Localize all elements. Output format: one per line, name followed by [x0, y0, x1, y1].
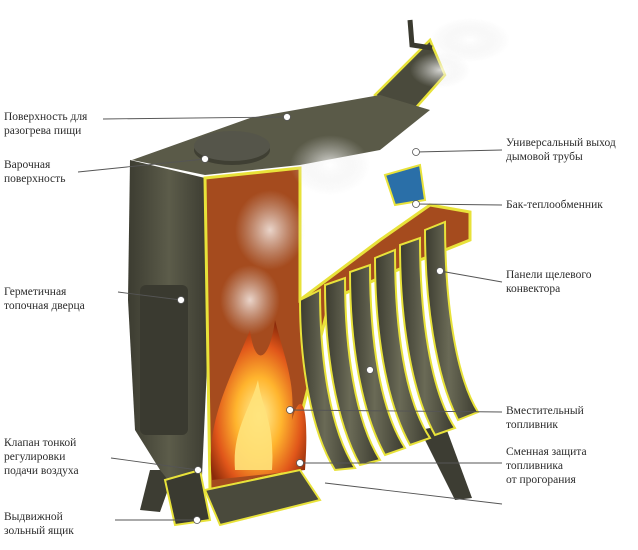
label-line: Бак-теплообменник [506, 199, 603, 211]
label-line: Клапан тонкой [4, 437, 77, 449]
label-line: Выдвижной [4, 511, 63, 523]
label-line: разогрева пищи [4, 125, 82, 137]
flue-hook [407, 19, 433, 51]
label-sealed-door: Герметичная топочная дверца [4, 285, 85, 313]
label-cooking-surface: Варочная поверхность [4, 158, 65, 186]
ash-drawer [163, 468, 212, 527]
label-air-valve: Клапан тонкой регулировки подачи воздуха [4, 436, 79, 478]
label-line: конвектора [506, 283, 561, 295]
label-universal-flue: Универсальный выход дымовой трубы [506, 136, 616, 164]
label-line: Вместительный [506, 405, 584, 417]
convector-panels [298, 220, 480, 472]
label-line: Панели щелевого [506, 269, 592, 281]
leader-dots [177, 113, 444, 524]
label-line: дымовой трубы [506, 151, 583, 163]
label-line: топливника [506, 460, 563, 472]
label-firebox: Вместительный топливник [506, 404, 584, 432]
label-line: топливник [506, 419, 558, 431]
label-ash-drawer: Выдвижной зольный ящик [4, 510, 74, 538]
label-line: от прогорания [506, 474, 576, 486]
sealed-door-panel [140, 285, 188, 435]
label-line: регулировки [4, 451, 66, 463]
label-cooking-warmup-surface: Поверхность для разогрева пищи [4, 110, 87, 138]
label-convector-panels: Панели щелевого конвектора [506, 268, 592, 296]
label-line: Универсальный выход [506, 137, 616, 149]
label-line: поверхность [4, 173, 66, 185]
label-line: зольный ящик [4, 525, 74, 537]
label-line: подачи воздуха [4, 465, 79, 477]
label-line: Поверхность для [4, 111, 88, 123]
stove-leg-right [420, 425, 472, 500]
leader-lines [77, 116, 503, 521]
smoke [220, 18, 510, 335]
label-firebox-protection: Сменная защита топливника от прогорания [506, 445, 587, 487]
stove-top [132, 95, 430, 175]
label-line: Сменная защита [506, 446, 587, 458]
firebox-base [203, 468, 322, 527]
label-heat-exchanger-tank: Бак-теплообменник [506, 198, 603, 212]
label-line: топочная дверца [4, 300, 85, 312]
label-line: Герметичная [4, 286, 67, 298]
label-line: Варочная [4, 159, 51, 171]
heat-exchanger-tank [383, 163, 427, 207]
